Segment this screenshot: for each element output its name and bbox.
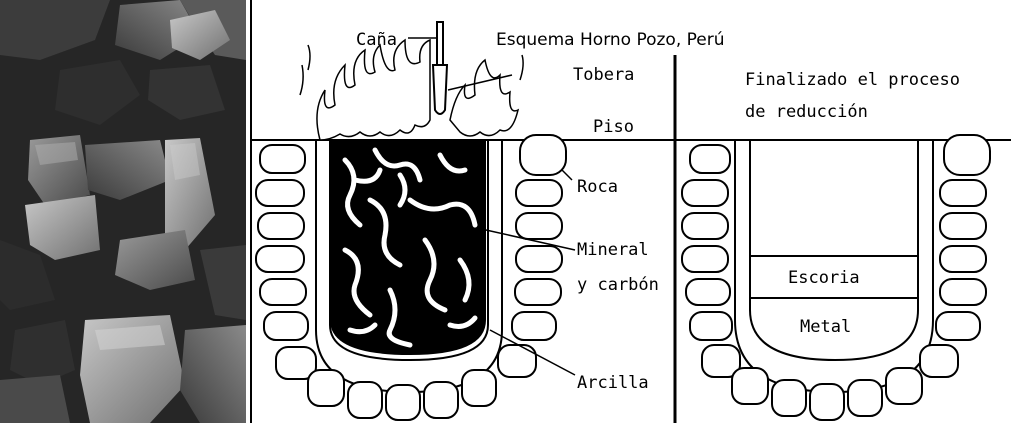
label-carbon: y carbón (577, 275, 659, 295)
diagram-title: Esquema Horno Pozo, Perú (496, 30, 725, 50)
label-cana: Caña (356, 30, 397, 50)
label-mineral: Mineral (577, 240, 649, 260)
diagram-svg: Esquema Horno Pozo, Perú Caña Tobera Pis… (250, 0, 1011, 423)
furnace-ruins-photo (0, 0, 246, 423)
furnace-operating (256, 22, 566, 420)
flames (300, 40, 523, 140)
blowpipe-cane (437, 22, 443, 67)
finished-caption-line1: Finalizado el proceso (745, 70, 960, 90)
label-piso: Piso (593, 117, 634, 137)
label-roca: Roca (577, 177, 618, 197)
stone-rubble-image (0, 0, 246, 423)
finished-lining-outer (735, 140, 933, 392)
pit-furnace-diagram: Esquema Horno Pozo, Perú Caña Tobera Pis… (250, 0, 1011, 423)
label-arcilla: Arcilla (577, 373, 649, 393)
label-metal: Metal (800, 317, 851, 337)
label-tobera: Tobera (573, 65, 634, 85)
finished-caption-line2: de reducción (745, 102, 868, 122)
label-escoria: Escoria (788, 268, 860, 288)
tuyere-nozzle (433, 65, 447, 114)
